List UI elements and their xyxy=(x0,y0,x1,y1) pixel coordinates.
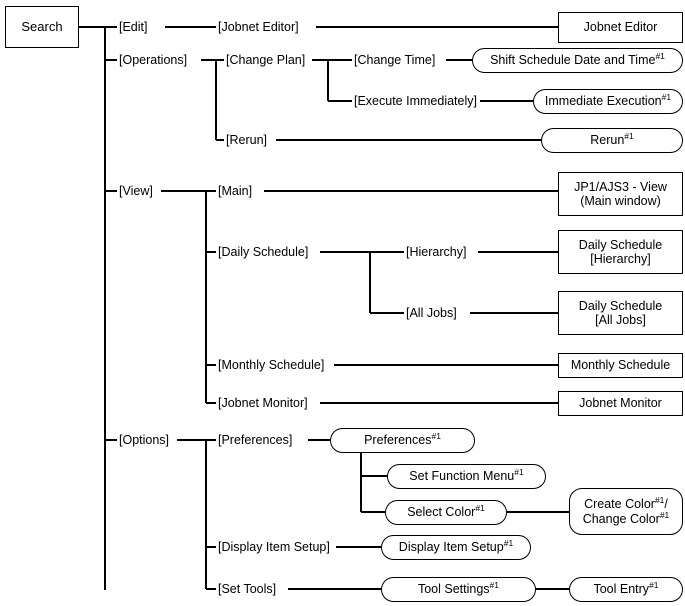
submenu-item-display-item-setup[interactable]: [Display Item Setup] xyxy=(216,538,336,556)
submenu-item-execute-immediately[interactable]: [Execute Immediately] xyxy=(352,92,480,110)
footnote-marker: #1 xyxy=(649,580,659,591)
dialog-change-color-line: Change Color#1 xyxy=(582,509,670,526)
footnote-marker: #1 xyxy=(503,538,514,549)
menu-item-view-label: [View] xyxy=(119,183,153,198)
footnote-marker: #1 xyxy=(655,51,665,62)
submenu-item-change-plan[interactable]: [Change Plan] xyxy=(224,51,312,69)
window-monthly-schedule-label: Monthly Schedule xyxy=(570,358,671,373)
dialog-shift-schedule-date-and-time[interactable]: Shift Schedule Date and Time#1 xyxy=(472,48,683,73)
menu-item-options-label: [Options] xyxy=(119,432,170,447)
footnote-marker: #1 xyxy=(659,509,670,520)
footnote-marker: #1 xyxy=(431,431,441,442)
window-jobnet-editor-label: Jobnet Editor xyxy=(583,20,658,35)
submenu-item-change-time-label: [Change Time] xyxy=(354,52,436,67)
submenu-item-daily-schedule[interactable]: [Daily Schedule] xyxy=(216,243,320,261)
window-jp1-ajs3-view-line1: JP1/AJS3 - View xyxy=(574,179,667,194)
submenu-item-all-jobs[interactable]: [All Jobs] xyxy=(404,304,470,322)
window-daily-schedule-all-jobs-line1: Daily Schedule xyxy=(578,298,663,313)
window-jobnet-monitor[interactable]: Jobnet Monitor xyxy=(558,391,683,416)
menu-item-options[interactable]: [Options] xyxy=(117,431,177,449)
footnote-marker: #1 xyxy=(489,580,500,591)
dialog-tool-settings-label: Tool Settings#1 xyxy=(417,580,500,597)
window-jp1-ajs3-view-main[interactable]: JP1/AJS3 - View (Main window) xyxy=(558,172,683,216)
menu-item-operations[interactable]: [Operations] xyxy=(117,51,201,69)
root-label: Search xyxy=(21,18,63,34)
submenu-item-hierarchy[interactable]: [Hierarchy] xyxy=(404,243,478,261)
window-monthly-schedule[interactable]: Monthly Schedule xyxy=(558,353,683,378)
submenu-item-jobnet-editor-label: [Jobnet Editor] xyxy=(218,19,299,34)
window-daily-schedule-hierarchy-line1: Daily Schedule xyxy=(578,237,663,252)
menu-item-operations-label: [Operations] xyxy=(119,52,188,67)
submenu-item-execute-immediately-label: [Execute Immediately] xyxy=(354,93,477,108)
dialog-tool-entry-label: Tool Entry#1 xyxy=(593,580,659,597)
dialog-select-color[interactable]: Select Color#1 xyxy=(385,500,507,525)
dialog-rerun[interactable]: Rerun#1 xyxy=(541,128,683,153)
submenu-item-set-tools-label: [Set Tools] xyxy=(218,581,277,596)
submenu-item-jobnet-monitor-label: [Jobnet Monitor] xyxy=(218,395,308,410)
submenu-item-jobnet-monitor[interactable]: [Jobnet Monitor] xyxy=(216,394,320,412)
submenu-item-rerun[interactable]: [Rerun] xyxy=(224,131,276,149)
window-daily-schedule-hierarchy-line2: [Hierarchy] xyxy=(590,252,651,266)
dialog-create-change-color[interactable]: Create Color#1/ Change Color#1 xyxy=(569,488,683,535)
submenu-item-main[interactable]: [Main] xyxy=(216,182,264,200)
menu-item-edit-label: [Edit] xyxy=(119,19,148,34)
dialog-set-function-menu[interactable]: Set Function Menu#1 xyxy=(387,464,546,489)
dialog-select-color-label: Select Color#1 xyxy=(407,503,485,520)
footnote-marker: #1 xyxy=(654,494,665,505)
submenu-item-rerun-label: [Rerun] xyxy=(226,132,267,147)
footnote-marker: #1 xyxy=(514,467,524,478)
dialog-display-item-setup[interactable]: Display Item Setup#1 xyxy=(381,535,531,560)
submenu-item-jobnet-editor[interactable]: [Jobnet Editor] xyxy=(216,18,316,36)
dialog-tool-settings[interactable]: Tool Settings#1 xyxy=(381,577,536,602)
footnote-marker: #1 xyxy=(661,92,672,103)
dialog-preferences[interactable]: Preferences#1 xyxy=(330,428,475,453)
submenu-item-all-jobs-label: [All Jobs] xyxy=(406,305,457,320)
submenu-item-set-tools[interactable]: [Set Tools] xyxy=(216,580,288,598)
window-daily-schedule-all-jobs-line2: [All Jobs] xyxy=(595,313,646,327)
dialog-preferences-label: Preferences#1 xyxy=(364,431,441,448)
window-jobnet-monitor-label: Jobnet Monitor xyxy=(579,396,662,411)
submenu-item-monthly-schedule-label: [Monthly Schedule] xyxy=(218,357,325,372)
submenu-item-change-plan-label: [Change Plan] xyxy=(226,52,306,67)
submenu-item-preferences[interactable]: [Preferences] xyxy=(216,431,308,449)
dialog-set-function-menu-label: Set Function Menu#1 xyxy=(409,467,524,484)
submenu-item-monthly-schedule[interactable]: [Monthly Schedule] xyxy=(216,356,334,374)
window-jobnet-editor[interactable]: Jobnet Editor xyxy=(558,12,683,43)
window-jp1-ajs3-view-line2: (Main window) xyxy=(580,194,661,208)
footnote-marker: #1 xyxy=(624,131,634,142)
submenu-item-hierarchy-label: [Hierarchy] xyxy=(406,244,467,259)
dialog-create-color-line: Create Color#1/ xyxy=(584,494,668,511)
submenu-item-daily-schedule-label: [Daily Schedule] xyxy=(218,244,309,259)
dialog-display-item-setup-label: Display Item Setup#1 xyxy=(398,538,514,555)
dialog-immediate-execution-label: Immediate Execution#1 xyxy=(544,92,672,109)
dialog-shift-schedule-label: Shift Schedule Date and Time#1 xyxy=(490,51,665,68)
menu-item-view[interactable]: [View] xyxy=(117,182,161,200)
footnote-marker: #1 xyxy=(475,503,485,514)
window-daily-schedule-hierarchy[interactable]: Daily Schedule [Hierarchy] xyxy=(558,230,683,274)
submenu-item-main-label: [Main] xyxy=(218,183,253,198)
dialog-tool-entry[interactable]: Tool Entry#1 xyxy=(569,577,683,602)
window-daily-schedule-all-jobs[interactable]: Daily Schedule [All Jobs] xyxy=(558,291,683,335)
submenu-item-display-item-setup-label: [Display Item Setup] xyxy=(218,539,330,554)
dialog-immediate-execution[interactable]: Immediate Execution#1 xyxy=(533,89,683,114)
root-node-search[interactable]: Search xyxy=(5,6,79,48)
submenu-item-preferences-label: [Preferences] xyxy=(218,432,293,447)
dialog-rerun-label: Rerun#1 xyxy=(590,131,634,148)
submenu-item-change-time[interactable]: [Change Time] xyxy=(352,51,446,69)
menu-item-edit[interactable]: [Edit] xyxy=(117,18,165,36)
